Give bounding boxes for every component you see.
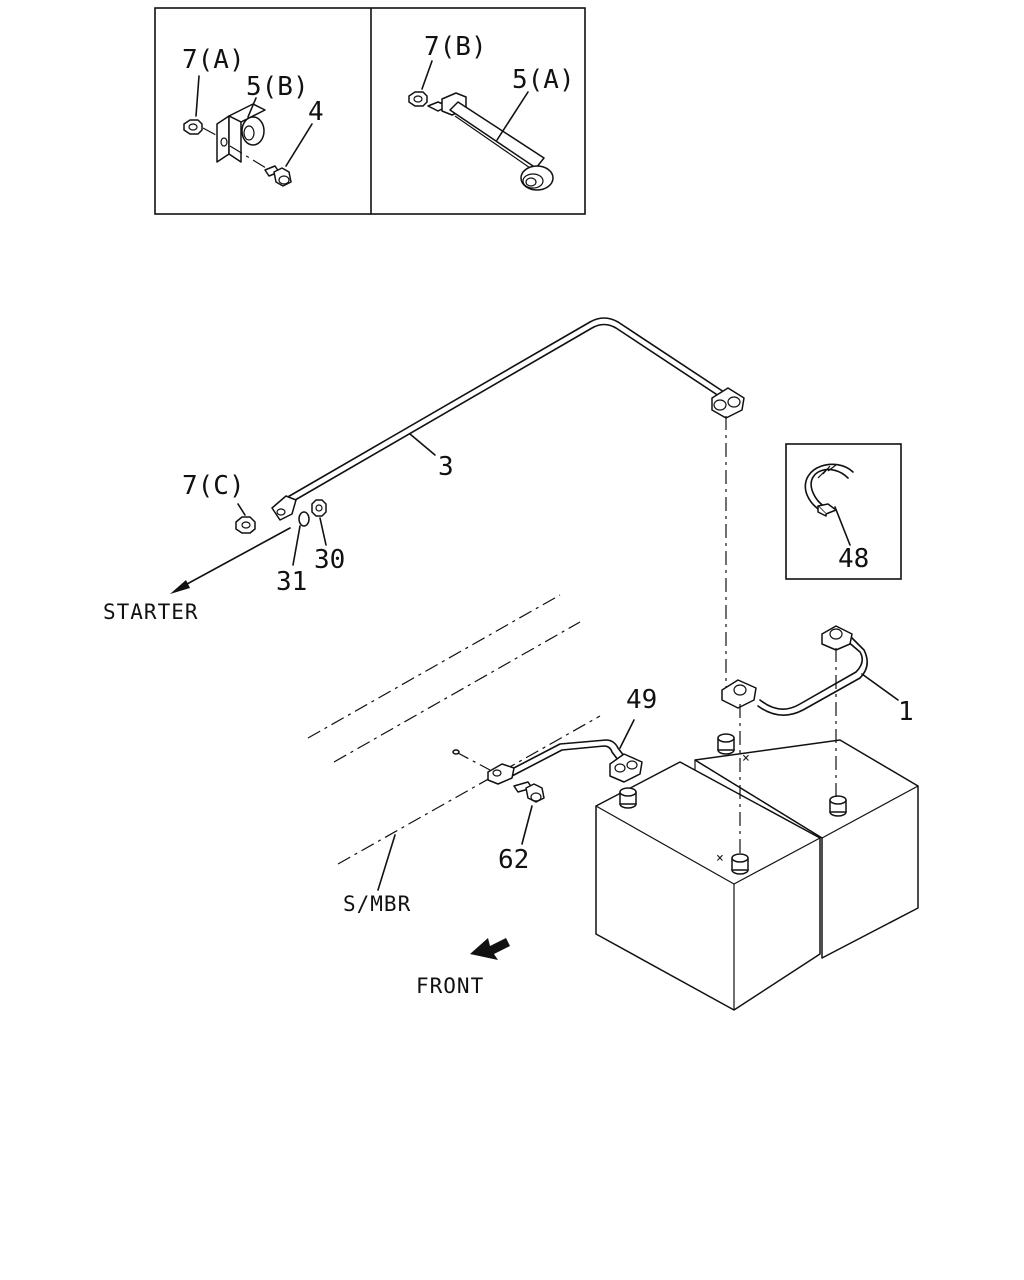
callout-1: 1 xyxy=(898,697,914,727)
leader-5b xyxy=(247,97,257,118)
label-starter: STARTER xyxy=(103,600,199,624)
callout-48: 48 xyxy=(838,544,869,574)
starter-arrow-icon xyxy=(170,527,291,594)
inset-frame xyxy=(154,7,586,215)
battery-front: × xyxy=(595,761,821,1011)
cable-1-clamp-right xyxy=(821,625,853,651)
callout-49: 49 xyxy=(626,685,657,715)
inset-a-bracket-assembly xyxy=(183,75,313,187)
battery-front-terminal-right xyxy=(731,853,749,875)
leader-s-mbr xyxy=(377,834,396,891)
cable-49-battery-clamp xyxy=(609,753,643,783)
leader-4 xyxy=(285,123,313,167)
bracket-5a-icon xyxy=(427,92,554,191)
label-front: FRONT xyxy=(416,974,484,998)
nut-7a-icon xyxy=(183,119,203,135)
callout-5b: 5(B) xyxy=(246,72,309,102)
callout-3: 3 xyxy=(438,452,454,482)
callout-62: 62 xyxy=(498,845,529,875)
callout-30: 30 xyxy=(314,545,345,575)
leader-7b xyxy=(421,60,433,90)
axis-4 xyxy=(229,145,267,169)
leader-30 xyxy=(319,517,327,546)
front-arrow-icon xyxy=(470,938,510,960)
bolt-4-icon xyxy=(264,165,292,187)
leader-62 xyxy=(521,805,533,845)
terminal-mark-minus-front: × xyxy=(716,851,724,866)
battery-front-terminal-left xyxy=(619,787,637,809)
cable-1 xyxy=(721,625,868,716)
cable-3-battery-clamp xyxy=(711,387,745,419)
leader-5a xyxy=(496,91,529,141)
callout-31: 31 xyxy=(276,567,307,597)
nut-7c-icon xyxy=(235,516,256,534)
cable-49-axis xyxy=(455,751,491,771)
battery-rear: × xyxy=(694,733,919,959)
inset-panel xyxy=(154,7,586,215)
battery-rear-terminal-right xyxy=(829,795,847,817)
clip-48-icon xyxy=(804,463,854,517)
leader-1 xyxy=(861,673,899,701)
ground-point-icon xyxy=(452,749,460,755)
axis-7a xyxy=(202,127,217,136)
clip-48-inset xyxy=(785,443,902,580)
battery-rear-terminal-left xyxy=(717,733,735,755)
label-side-member: S/MBR xyxy=(343,892,411,916)
callout-5a: 5(A) xyxy=(512,65,575,95)
washer-31-icon xyxy=(298,511,310,527)
side-member-frame xyxy=(307,594,601,865)
callout-4: 4 xyxy=(308,97,324,127)
terminal-mark-minus: × xyxy=(742,751,750,766)
cable-1-clamp-left xyxy=(721,679,757,709)
callout-7a: 7(A) xyxy=(182,45,245,75)
nut-30-icon xyxy=(311,499,327,517)
leader-7a xyxy=(195,75,200,117)
nut-7b-icon xyxy=(408,91,428,107)
cable-49-lug xyxy=(487,763,515,785)
cable-3-lug-starter xyxy=(271,495,297,521)
starter-hardware xyxy=(235,499,327,566)
leader-48 xyxy=(834,506,851,546)
leader-7c xyxy=(237,503,246,516)
callout-7b: 7(B) xyxy=(424,32,487,62)
leader-31 xyxy=(292,525,301,566)
bolt-62-icon xyxy=(513,781,545,803)
leader-49 xyxy=(619,719,635,749)
cable-3 xyxy=(271,317,745,521)
callout-7c: 7(C) xyxy=(182,471,245,501)
inset-b-bracket-assembly xyxy=(408,60,554,191)
cable-49 xyxy=(487,739,643,785)
leader-3 xyxy=(409,433,436,456)
